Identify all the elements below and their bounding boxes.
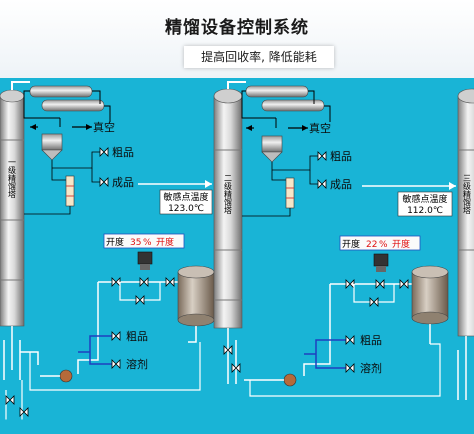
solvent-label-1: 溶剂 bbox=[126, 357, 148, 371]
pump-2[interactable] bbox=[283, 373, 297, 387]
valve-1-panel bbox=[103, 233, 185, 249]
column-2-cap bbox=[213, 88, 243, 104]
feed-lines-2: 粗品 溶剂 bbox=[244, 334, 441, 397]
column-1-body bbox=[0, 95, 25, 327]
subtitle-box: 提高回收率, 降低能耗 bbox=[184, 46, 334, 68]
column-3-label: 三级精馏塔 bbox=[463, 174, 472, 215]
header-bar: 精馏设备控制系统 提高回收率, 降低能耗 bbox=[0, 0, 474, 78]
condenser-1b bbox=[41, 99, 105, 112]
column-1-group: 一级精馏塔 bbox=[0, 89, 39, 380]
valve-1-opening-value: 35 bbox=[130, 238, 141, 248]
valve-2-panel bbox=[339, 235, 421, 251]
finished-product-label-1: 成品 bbox=[112, 176, 134, 189]
condenser-set-2: 真空 粗品 成品 bbox=[227, 81, 352, 217]
crude-feed-label-1: 粗品 bbox=[126, 330, 148, 343]
reboiler-tank-1 bbox=[177, 265, 215, 343]
valve-2-actuator[interactable] bbox=[373, 253, 389, 267]
feed-lines-1: 粗品 溶剂 bbox=[5, 330, 201, 420]
column-1-label: 一级精馏塔 bbox=[8, 158, 17, 199]
condenser-set-1: 真空 粗品 成品 bbox=[11, 81, 134, 215]
crude-product-label-2: 粗品 bbox=[330, 150, 352, 163]
crude-feed-label-2: 粗品 bbox=[360, 334, 382, 347]
vacuum-label-2: 真空 bbox=[309, 121, 331, 135]
valve-1-unit: % bbox=[143, 238, 152, 248]
receiver-1 bbox=[41, 133, 63, 151]
column-2-label: 二级精馏塔 bbox=[224, 174, 233, 215]
control-valve-group-2: 开度 22 % 开度 bbox=[303, 235, 421, 376]
valve-2-suffix: 开度 bbox=[392, 238, 410, 250]
column-1-cap bbox=[0, 89, 25, 103]
vacuum-label-1: 真空 bbox=[93, 120, 115, 134]
condenser-1a bbox=[29, 85, 93, 98]
valve-2-opening-value: 22 bbox=[366, 240, 377, 250]
pump-1[interactable] bbox=[59, 369, 73, 383]
condenser-2b bbox=[261, 99, 325, 112]
rotameter-1 bbox=[65, 175, 75, 207]
column-3-group: 三级精馏塔 bbox=[457, 88, 474, 400]
valve-2-unit: % bbox=[379, 240, 388, 250]
rotameter-2 bbox=[285, 177, 295, 209]
sensitive-temp-box-3: 敏感点温度 112.0℃ bbox=[397, 191, 453, 217]
valve-1-suffix: 开度 bbox=[156, 236, 174, 248]
column-2-group: 二级精馏塔 bbox=[213, 88, 243, 384]
sensitive-temp-box-2: 敏感点温度 123.0℃ bbox=[159, 189, 213, 215]
receiver-2 bbox=[261, 135, 283, 153]
valve-2-opening-label: 开度 bbox=[342, 238, 360, 250]
sensitive-temp-value-2: 123.0℃ bbox=[168, 204, 204, 214]
sensitive-temp-label-2: 敏感点温度 bbox=[163, 191, 208, 203]
condenser-2a bbox=[245, 85, 309, 98]
page-title: 精馏设备控制系统 bbox=[165, 18, 309, 38]
solvent-label-2: 溶剂 bbox=[360, 361, 382, 375]
sensitive-temp-label-3: 敏感点温度 bbox=[402, 193, 447, 205]
valve-1-actuator[interactable] bbox=[137, 251, 153, 265]
valve-1-opening-label: 开度 bbox=[106, 236, 124, 248]
column-3-body bbox=[457, 95, 474, 337]
column-3-cap bbox=[457, 88, 474, 104]
reboiler-tank-2 bbox=[411, 265, 449, 344]
finished-product-label-2: 成品 bbox=[330, 178, 352, 191]
crude-product-label-1: 粗品 bbox=[112, 146, 134, 159]
sensitive-temp-value-3: 112.0℃ bbox=[407, 206, 443, 216]
control-valve-group-1: 开度 35 % 开度 bbox=[77, 233, 214, 374]
